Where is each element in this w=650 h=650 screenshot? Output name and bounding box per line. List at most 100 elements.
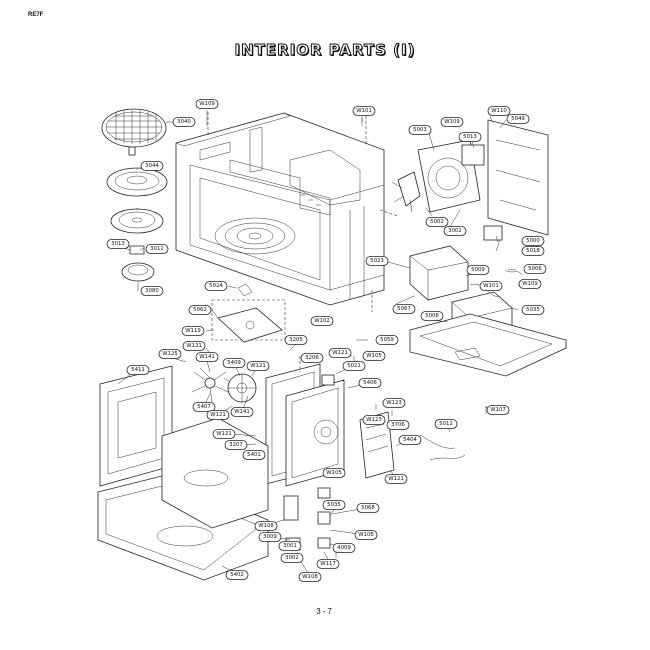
svg-text:W107: W107: [490, 407, 506, 413]
turntable-motor-part: [121, 262, 155, 282]
svg-text:W108: W108: [302, 574, 318, 580]
svg-text:5406: 5406: [363, 380, 377, 386]
callout-5059: 5059: [375, 335, 399, 345]
transformer-part: [409, 245, 469, 301]
callout-5404: 5404: [398, 435, 422, 445]
callout-5008: 5008: [420, 311, 444, 321]
svg-text:5068: 5068: [361, 505, 375, 511]
svg-text:3040: 3040: [177, 119, 191, 125]
svg-text:5401: 5401: [247, 452, 261, 458]
svg-text:5407: 5407: [197, 404, 211, 410]
back-panel-part: [487, 119, 549, 236]
callout-W108-b: W108: [354, 530, 378, 540]
svg-text:W109: W109: [522, 281, 538, 287]
callout-5002: 5002: [425, 217, 449, 227]
callout-W121-a: W121: [182, 341, 206, 351]
svg-text:5021: 5021: [347, 363, 361, 369]
svg-text:W108: W108: [358, 532, 374, 538]
svg-text:W110: W110: [491, 108, 507, 114]
callout-5406: 5406: [358, 378, 382, 388]
svg-text:W108: W108: [258, 523, 274, 529]
svg-text:3706: 3706: [391, 422, 405, 428]
callout-3080: 3080: [140, 286, 164, 296]
svg-text:5002: 5002: [430, 219, 444, 225]
svg-text:5003: 5003: [413, 127, 427, 133]
svg-text:5404: 5404: [403, 437, 417, 443]
svg-text:W119: W119: [185, 328, 201, 334]
svg-text:W141: W141: [199, 354, 215, 360]
svg-text:3207: 3207: [229, 442, 243, 448]
callout-W123-a: W123: [382, 398, 406, 408]
svg-text:3002: 3002: [285, 555, 299, 561]
svg-text:4009: 4009: [337, 545, 351, 551]
callout-5402: 5402: [225, 570, 249, 580]
callout-3012: 3012: [145, 244, 169, 254]
callout-5035-bottom: 5035: [322, 500, 346, 510]
callout-4009: 4009: [332, 543, 356, 553]
callout-W121-d: W121: [206, 410, 230, 420]
callout-W121-c: W121: [246, 361, 270, 371]
callout-5023: 5023: [365, 256, 389, 266]
callout-3013: 3013: [106, 239, 130, 249]
grill-rack-part: [101, 108, 167, 156]
svg-text:W105: W105: [366, 353, 382, 359]
svg-text:5402: 5402: [230, 572, 244, 578]
svg-text:W102: W102: [314, 318, 330, 324]
svg-text:W121: W121: [186, 343, 202, 349]
svg-text:3206: 3206: [305, 355, 319, 361]
callout-5009: 5009: [466, 265, 490, 275]
cavity-assembly-part: [175, 112, 385, 306]
callout-5024: 5024: [204, 281, 228, 291]
callout-W101-mid: W101: [479, 281, 503, 291]
stirrer-cover-part: [211, 283, 286, 343]
svg-text:3013: 3013: [111, 241, 125, 247]
svg-text:5008: 5008: [425, 313, 439, 319]
svg-text:5023: 5023: [370, 258, 384, 264]
svg-text:W121: W121: [210, 412, 226, 418]
callout-5067: 5067: [392, 304, 416, 314]
callout-5013: 5013: [458, 132, 482, 142]
svg-text:W121: W121: [388, 476, 404, 482]
callout-5021: 5021: [342, 361, 366, 371]
callout-W105-b: W105: [322, 468, 346, 478]
callout-W117: W117: [316, 559, 340, 569]
svg-text:W125: W125: [162, 351, 178, 357]
callout-5018: 5018: [521, 246, 545, 256]
callout-W105-a: W105: [362, 351, 386, 361]
callout-5035-right: 5035: [521, 305, 545, 315]
callout-W141-a: W141: [195, 352, 219, 362]
callout-5401: 5401: [242, 450, 266, 460]
svg-text:W121: W121: [216, 431, 232, 437]
svg-text:3080: 3080: [145, 288, 159, 294]
svg-text:5035: 5035: [526, 307, 540, 313]
callout-W125: W125: [158, 349, 182, 359]
base-plate-part: [409, 313, 567, 377]
svg-text:3205: 3205: [289, 337, 303, 343]
callout-5062: 5062: [188, 305, 212, 315]
callout-3207: 3207: [224, 440, 248, 450]
svg-text:5067: 5067: [397, 306, 411, 312]
svg-text:3002: 3002: [448, 228, 462, 234]
callout-W121-b: W121: [328, 348, 352, 358]
stirrer-fan-part: [191, 367, 229, 403]
callout-W109-mid: W109: [518, 279, 542, 289]
model-tag: RE7F: [28, 12, 44, 18]
callout-5012: 5012: [434, 419, 458, 429]
svg-text:3001: 3001: [283, 543, 297, 549]
svg-text:5013: 5013: [463, 134, 477, 140]
page-title: INTERIOR PARTS (I): [234, 41, 416, 60]
svg-text:W121: W121: [332, 350, 348, 356]
control-panel-part: [321, 374, 395, 479]
callout-5407: 5407: [192, 402, 216, 412]
svg-text:5059: 5059: [380, 337, 394, 343]
callout-W101-top: W101: [352, 106, 376, 116]
svg-text:5062: 5062: [193, 307, 207, 313]
callout-W141-b: W141: [230, 407, 254, 417]
callout-W121-e: W121: [212, 429, 236, 439]
svg-text:W123: W123: [386, 400, 402, 406]
callout-W121-f: W121: [384, 474, 408, 484]
svg-text:5411: 5411: [131, 367, 145, 373]
callout-W123-b: W123: [362, 415, 386, 425]
svg-text:W141: W141: [234, 409, 250, 415]
